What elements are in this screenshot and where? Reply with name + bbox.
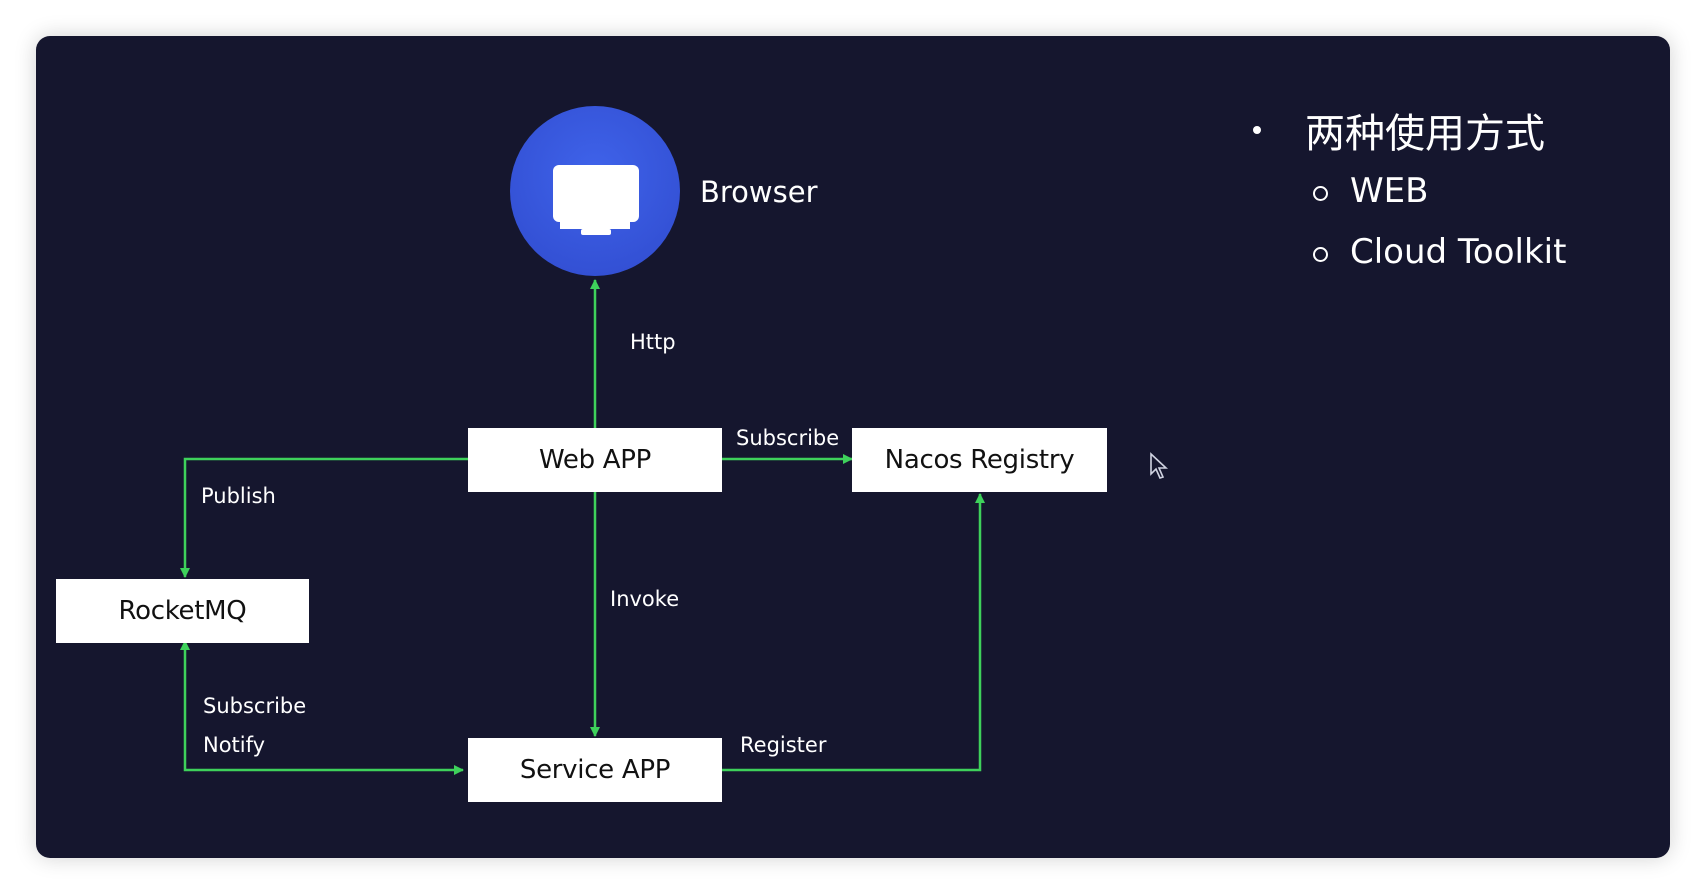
register-arrow (722, 493, 985, 772)
browser-label: Browser (700, 175, 818, 209)
notify-arrow-tail (180, 640, 190, 650)
subscribe-label: Subscribe (736, 426, 840, 450)
bullet-sub-label: WEB (1350, 170, 1429, 211)
bullet-sub-item: WEB (1313, 160, 1566, 221)
bullet-title-row: 两种使用方式 (1206, 100, 1566, 160)
notify-arrow (183, 645, 464, 775)
invoke-label: Invoke (610, 587, 680, 611)
http-label: Http (630, 330, 676, 354)
bullet-title: 两种使用方式 (1305, 111, 1545, 157)
subscribe-notify-label-2: Notify (203, 733, 266, 757)
service-app-node: Service APP (468, 738, 722, 802)
web-app-node: Web APP (468, 428, 722, 492)
hollow-bullet-icon (1313, 247, 1328, 262)
register-label: Register (740, 733, 827, 757)
nacos-registry-node: Nacos Registry (852, 428, 1107, 492)
mouse-cursor-icon (1150, 452, 1169, 479)
bullet-sub-label: Cloud Toolkit (1350, 231, 1567, 272)
publish-label: Publish (201, 484, 276, 508)
subscribe-notify-label-1: Subscribe (203, 694, 307, 718)
architecture-slide: Browser Web APP Nacos Registry RocketMQ … (36, 36, 1670, 858)
browser-node (510, 106, 680, 276)
bullet-dot-icon (1253, 126, 1261, 134)
publish-arrow (180, 457, 468, 578)
bullet-sub-item: Cloud Toolkit (1313, 221, 1566, 282)
hollow-bullet-icon (1313, 186, 1328, 201)
bullet-list: 两种使用方式 WEB Cloud Toolkit (1206, 100, 1566, 282)
rocketmq-node: RocketMQ (56, 579, 309, 643)
slide-frame: Browser Web APP Nacos Registry RocketMQ … (36, 36, 1670, 858)
monitor-icon (553, 165, 639, 235)
diagram-connectors (180, 106, 985, 775)
